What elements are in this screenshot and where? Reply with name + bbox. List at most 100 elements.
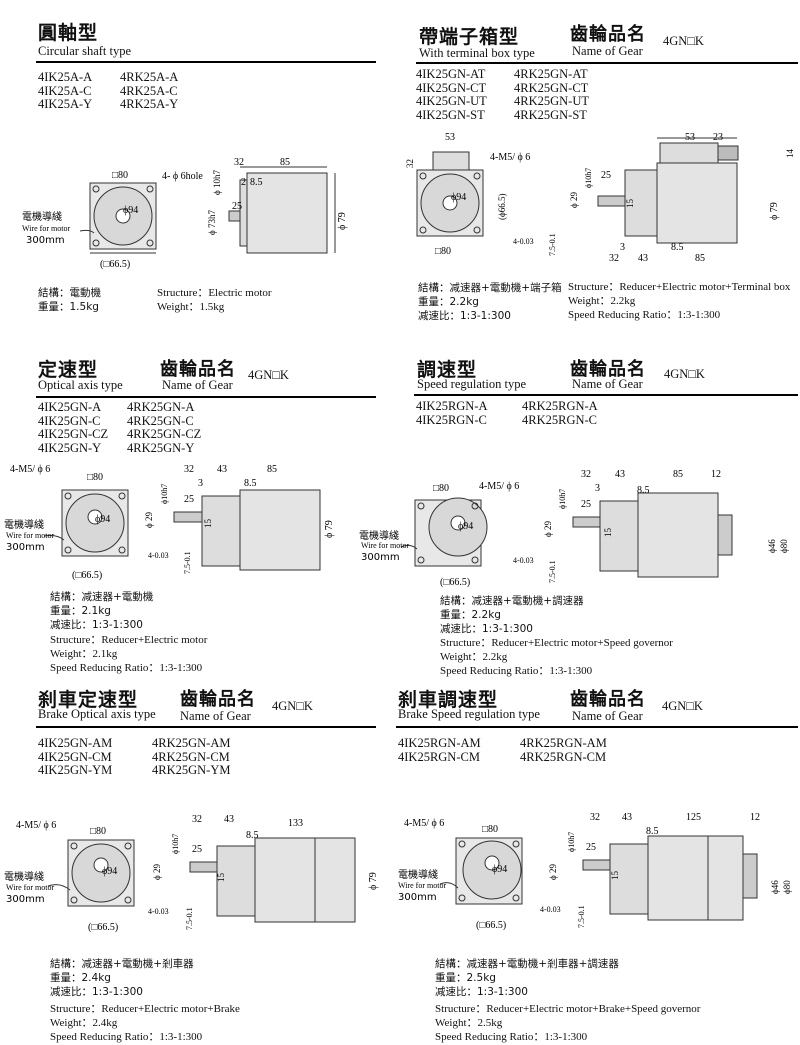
spec-en: Structure：Reducer+Electric motor+Brake+S… [435,1002,700,1044]
divider [414,394,798,396]
section-title-cn: 調速型 [417,359,478,381]
dim-label: ϕ 29 [543,521,553,537]
dim-label: (ϕ66.5) [497,194,507,220]
model-list-left: 4IK25GN-A 4IK25GN-C 4IK25GN-CZ 4IK25GN-Y [38,400,109,455]
spec-line: Weight：2.4kg [50,1017,118,1029]
dim-label: 25 [586,842,596,853]
wire-label-en: Wire for motor [398,881,446,890]
motor-drawing: 4-M5/ ϕ 6 □80 ϕ94 (□66.5) 32 43 125 12 8… [398,812,792,931]
spec-line: Speed Reducing Ratio：1:3-1:300 [435,1031,588,1043]
dim-label: 25 [232,201,242,212]
wire-label-en: Wire for motor [22,224,70,233]
dim-label: (□66.5) [100,259,130,270]
dim-label: 32 [184,464,194,475]
motor-drawing: 53 32 4-M5/ ϕ 6 ϕ94 (ϕ66.5) □80 4-0.03 7… [405,132,795,264]
dim-label: ϕ80 [779,539,789,553]
dim-label: 43 [622,812,632,823]
model-item: 4IK25RGN-AM [398,736,481,750]
spec-line: 减速比：1:3-1:300 [50,986,143,998]
spec-line: 重量：2.1kg [50,605,111,617]
model-item: 4RK25RGN-AM [520,736,607,750]
model-item: 4IK25A-Y [38,97,93,111]
model-list-right: 4RK25RGN-AM 4RK25RGN-CM [520,736,607,764]
dim-label: □80 [433,483,449,494]
wire-length: 300mm [361,552,400,563]
dim-label: ϕ94 [458,521,473,532]
dim-label: 53 [685,132,695,143]
model-list-right: 4RK25A-A 4RK25A-C 4RK25A-Y [120,70,178,112]
model-list-left: 4IK25A-A 4IK25A-C 4IK25A-Y [38,70,93,112]
dim-label: 25 [581,499,591,510]
dim-label: 43 [224,814,234,825]
spec-line: Weight：2.2kg [440,651,508,663]
spec-line: 重量：1.5kg [38,301,99,313]
gear-code: 4GN□K [272,699,313,713]
dim-label: 7.5-0.1 [183,551,192,574]
gear-title-en: Name of Gear [572,44,643,58]
dim-label: □80 [90,826,106,837]
model-item: 4IK25GN-AT [416,67,486,81]
model-item: 4IK25GN-AM [38,736,113,750]
spec-line: Weight：2.1kg [50,648,118,660]
spec-cn: 結構：减速器+電動機+剎車器+調速器 重量：2.5kg 减速比：1:3-1:30… [435,957,619,999]
model-list-left: 4IK25RGN-AM 4IK25RGN-CM [398,736,481,764]
model-item: 4IK25GN-C [38,413,101,428]
dim-label: ϕ46 [770,880,780,894]
wire-length: 300mm [26,235,65,246]
section-title-cn: 圓軸型 [38,22,99,44]
dim-label: 4-0.03 [148,551,169,560]
dim-label: (□66.5) [88,922,118,933]
spec-line: Structure：Reducer+Electric motor+Brake [50,1003,240,1015]
spec-line: Structure：Reducer+Electric motor+Brake+S… [435,1003,701,1015]
model-list-right: 4RK25GN-AT 4RK25GN-CT 4RK25GN-UT 4RK25GN… [514,67,589,122]
dim-label: 8.5 [637,485,650,496]
spec-cn: 結構：减速器+電動機+剎車器 重量：2.4kg 减速比：1:3-1:300 [50,957,194,999]
dim-label: ϕ 29 [569,192,579,208]
model-item: 4IK25GN-CT [416,80,487,95]
dim-label: 2 [241,177,246,188]
dim-label: ϕ94 [492,864,507,875]
spec-line: Structure：Electric motor [157,287,272,299]
section-title-en: Optical axis type [38,378,123,392]
dim-label: 85 [695,253,705,264]
model-list-left: 4IK25GN-AT 4IK25GN-CT 4IK25GN-UT 4IK25GN… [416,67,487,122]
model-item: 4RK25RGN-CM [520,749,607,764]
dim-label: 32 [590,812,600,823]
spec-line: 結構：减速器+電動機+調速器 [440,595,584,607]
dim-label: 25 [184,494,194,505]
divider [396,726,798,728]
spec-line: Structure：Reducer+Electric motor+Speed g… [440,637,673,649]
gear-code: 4GN□K [248,368,289,382]
dim-label: 32 [609,253,619,264]
model-item: 4IK25GN-ST [416,107,485,122]
section-title-en: Brake Speed regulation type [398,707,540,721]
dim-label: 4-M5/ ϕ 6 [479,481,519,492]
spec-line: 减速比：1:3-1:300 [50,619,143,631]
gear-title-cn: 齒輪品名 [570,359,646,380]
wire-label-cn: 電機導綫 [398,868,438,881]
model-item: 4RK25GN-UT [514,94,589,108]
spec-line: 减速比：1:3-1:300 [418,310,511,322]
wire-label-en: Wire for motor [6,531,54,540]
spec-line: 結構：减速器+電動機+剎車器+調速器 [435,958,619,970]
wire-length: 300mm [6,894,45,905]
model-item: 4IK25GN-Y [38,440,102,455]
dim-label: 4-0.03 [148,907,169,916]
model-item: 4IK25GN-A [38,400,102,414]
dim-label: 133 [288,818,303,829]
divider [36,61,376,63]
section-title-cn: 刹車定速型 [38,689,139,711]
model-item: 4IK25GN-CZ [38,427,109,441]
spec-line: Weight：1.5kg [157,301,225,313]
dim-label: 8.5 [250,177,263,188]
wire-label-en: Wire for motor [361,541,409,550]
spec-line: Structure：Reducer+Electric motor [50,634,208,646]
dim-label: 32 [405,159,415,168]
dim-label: 4-M5/ ϕ 6 [10,464,50,475]
dim-label: ϕ80 [782,880,792,894]
spec-line: Structure：Reducer+Electric motor+Termina… [568,281,791,293]
model-item: 4IK25GN-UT [416,94,487,108]
spec-cn: 結構：减速器+電動機+端子箱 重量：2.2kg 减速比：1:3-1:300 [418,281,562,323]
motor-drawing: □80 4-M5/ ϕ 6 ϕ94 (□66.5) 32 43 85 12 3 … [359,469,789,588]
dim-label: ϕ 73h7 [207,210,217,235]
